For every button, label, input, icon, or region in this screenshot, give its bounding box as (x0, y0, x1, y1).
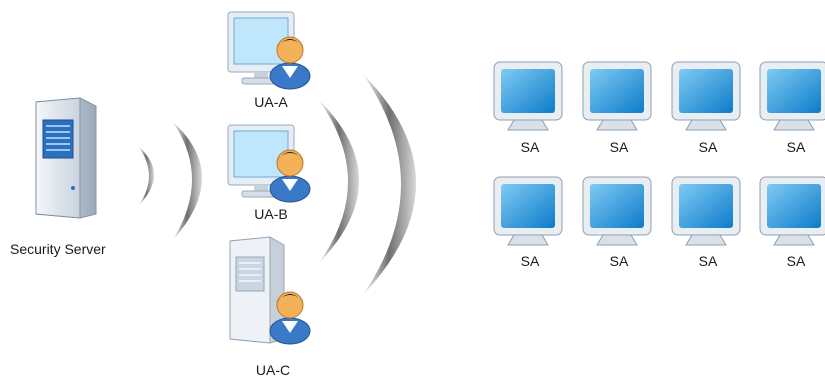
server-tower-icon (35, 97, 97, 219)
security-server-label: Security Server (10, 241, 106, 257)
monitor-icon (671, 61, 741, 131)
sa-monitor (670, 60, 744, 139)
sa-monitor (758, 175, 825, 254)
monitor-icon (582, 61, 652, 131)
sa-label: SA (520, 253, 540, 269)
monitor-icon (582, 176, 652, 246)
sa-label: SA (698, 253, 718, 269)
wave-arc-1 (138, 146, 154, 206)
sa-monitor (492, 60, 566, 139)
sa-monitor (758, 60, 825, 139)
monitor-icon (759, 61, 825, 131)
sa-label: SA (609, 253, 629, 269)
user-agent-a (222, 10, 318, 95)
sa-label: SA (609, 139, 629, 155)
ua-a-label: UA-A (254, 94, 288, 110)
monitor-icon (671, 176, 741, 246)
workstation-user-icon (227, 124, 311, 203)
user-agent-c (224, 235, 320, 350)
sa-monitor (492, 175, 566, 254)
tower-user-icon (229, 236, 311, 345)
monitor-icon (493, 176, 563, 246)
user-agent-b (222, 123, 318, 208)
sa-monitor (670, 175, 744, 254)
sa-label: SA (786, 139, 806, 155)
sa-label: SA (786, 253, 806, 269)
sa-monitor (581, 60, 655, 139)
sa-label: SA (698, 139, 718, 155)
sa-monitor (581, 175, 655, 254)
ua-b-label: UA-B (254, 206, 288, 222)
wave-arc-3 (318, 99, 359, 264)
ua-c-label: UA-C (255, 362, 291, 378)
sa-label: SA (520, 139, 540, 155)
monitor-icon (493, 61, 563, 131)
monitor-icon (759, 176, 825, 246)
wave-arc-2 (172, 121, 202, 241)
security-server (28, 96, 104, 227)
wave-arc-4 (362, 73, 416, 296)
workstation-user-icon (227, 11, 311, 90)
